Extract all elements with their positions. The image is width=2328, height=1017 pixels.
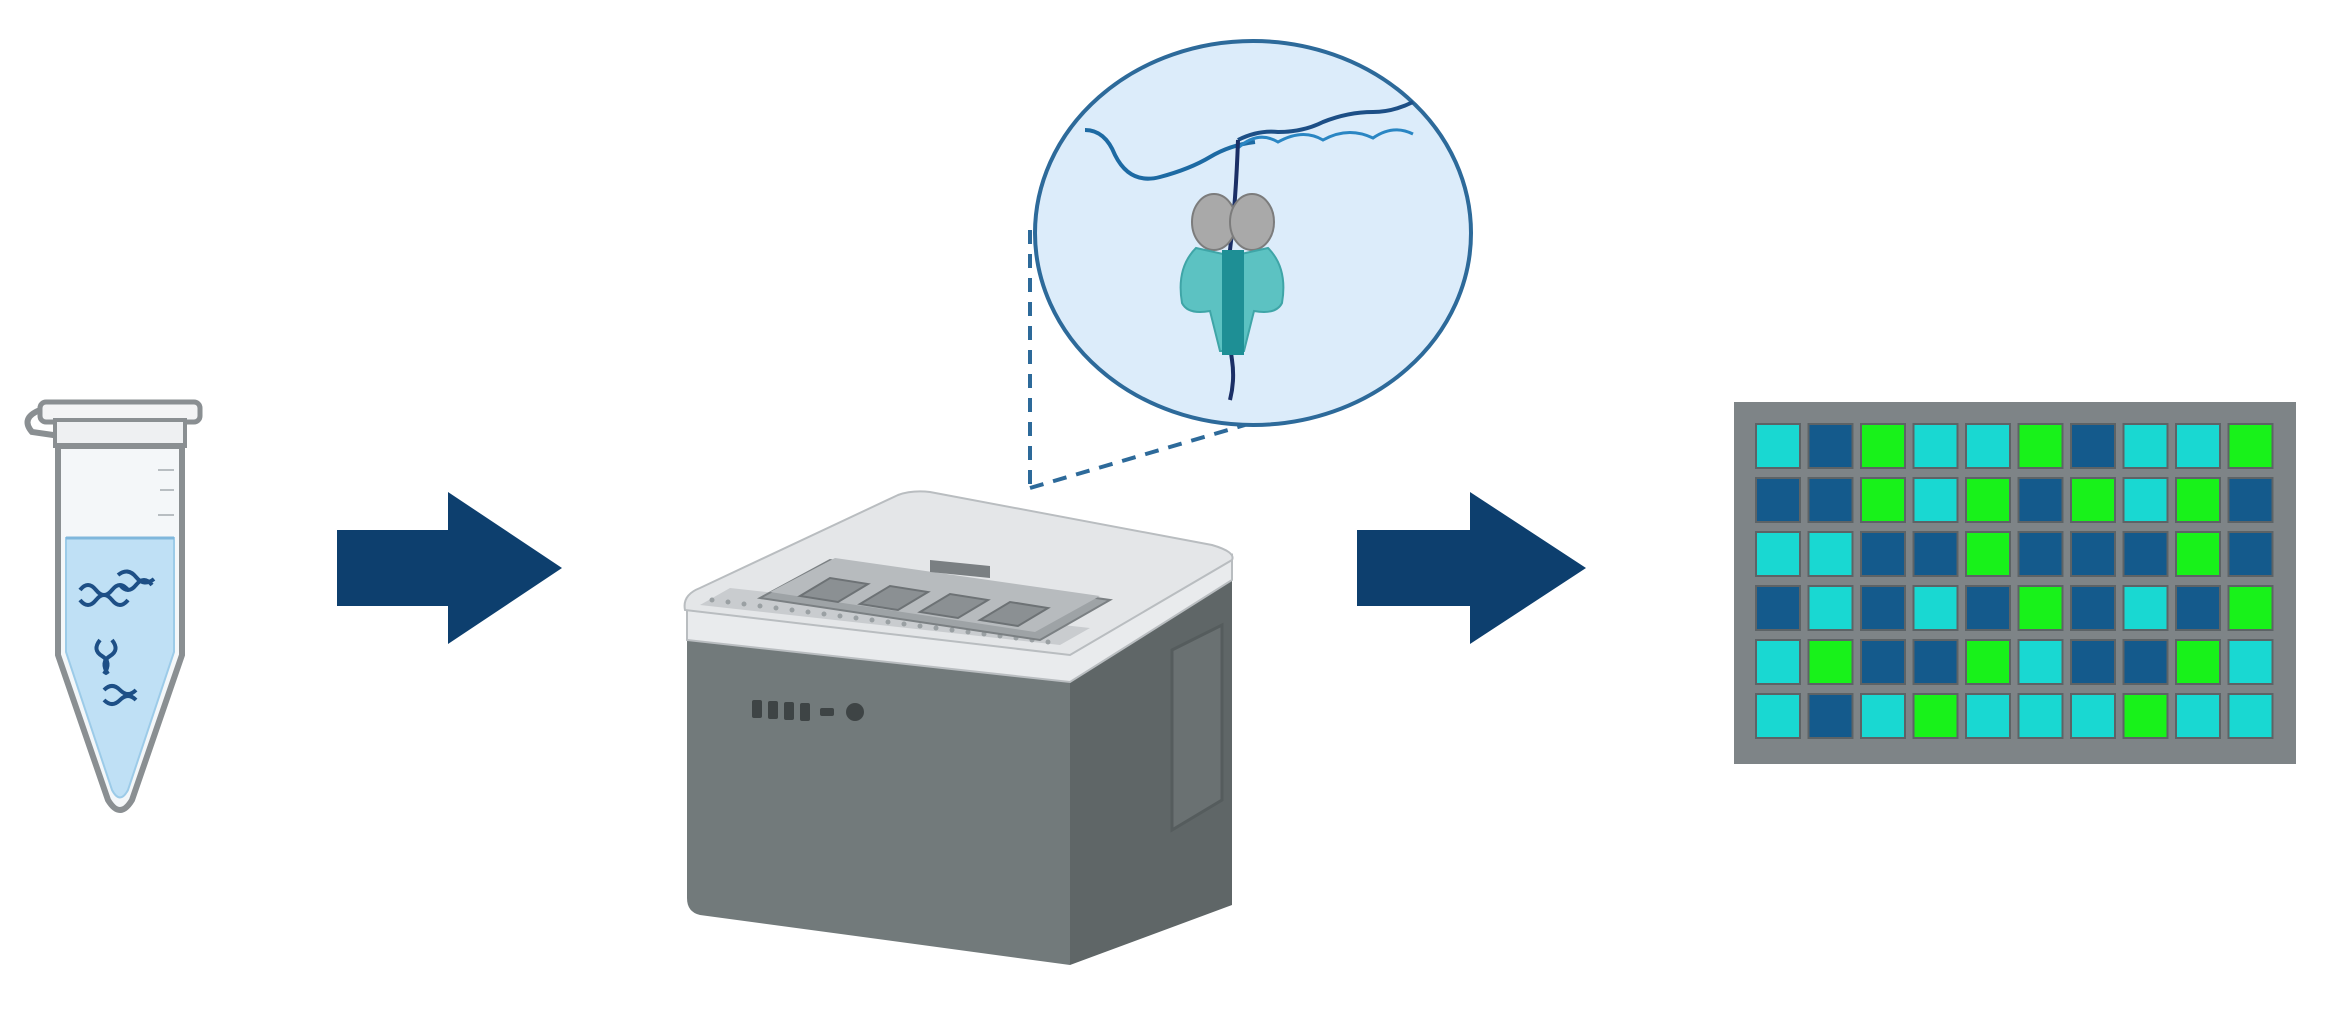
grid-cell [2017,639,2064,685]
grid-cell [2122,639,2169,685]
grid-cell [1912,585,1959,631]
grid-cell [1965,585,2011,631]
dna-icon [78,569,156,706]
grid-cell [1755,423,1801,469]
grid-cell [2017,423,2064,469]
grid-cell [1755,639,1801,685]
microcentrifuge-tube-icon [24,399,203,813]
grid-cell [2175,639,2221,685]
grid-cell [1755,693,1801,739]
protein-pore-icon [1179,193,1285,355]
grid-cell [2017,531,2064,577]
grid-cell [1755,585,1801,631]
grid-cell [1912,639,1959,685]
arrow-right-icon [1357,492,1586,644]
grid-cell [2017,693,2064,739]
grid-cell [2070,531,2116,577]
grid-cell [2227,639,2274,685]
grid-cell [1807,585,1854,631]
grid-cell [1912,531,1959,577]
grid-cell [2175,477,2221,523]
grid-cell [1807,477,1854,523]
grid-cell [2227,693,2274,739]
grid-cell [2227,423,2274,469]
grid-cell [1860,477,1906,523]
grid-cell [1755,531,1801,577]
tube-liquid [65,537,175,799]
grid-cell [2070,693,2116,739]
grid-cell [1860,423,1906,469]
grid-cell [1965,423,2011,469]
grid-cell [2122,423,2169,469]
grid-cell [1860,693,1906,739]
grid-cell [2122,693,2169,739]
dna-icon [1084,100,1414,401]
grid-cell [1860,639,1906,685]
grid-cell [1912,693,1959,739]
arrow-right-icon [337,492,562,644]
grid-cell [1860,531,1906,577]
grid-cell [1860,585,1906,631]
grid-cell [1807,693,1854,739]
grid-cell [2227,477,2274,523]
grid-cell [1912,423,1959,469]
grid-cell [2070,639,2116,685]
grid-cell [2070,585,2116,631]
grid-cell [2175,585,2221,631]
grid-cell [2227,531,2274,577]
grid-cell [2175,531,2221,577]
sequence-grid-icon [1734,402,2296,764]
grid-cell [2017,585,2064,631]
grid-cell [1755,477,1801,523]
grid-cell [2175,693,2221,739]
grid-cell [1965,477,2011,523]
grid-cell [2017,477,2064,523]
grid-cell [2122,531,2169,577]
grid-cell [1912,477,1959,523]
zoom-circle [1033,39,1473,427]
grid-cell [1807,423,1854,469]
grid-cell [1807,639,1854,685]
grid-cell [2122,477,2169,523]
grid-cell [2070,477,2116,523]
grid-cells [1755,423,2274,739]
nanopore-sequencer-icon [683,490,1234,965]
grid-cell [2175,423,2221,469]
grid-cell [2070,423,2116,469]
grid-cell [1965,639,2011,685]
grid-cell [1807,531,1854,577]
grid-cell [2122,585,2169,631]
grid-cell [2227,585,2274,631]
grid-cell [1965,531,2011,577]
grid-cell [1965,693,2011,739]
zoom-callout-lines [1028,230,1246,490]
